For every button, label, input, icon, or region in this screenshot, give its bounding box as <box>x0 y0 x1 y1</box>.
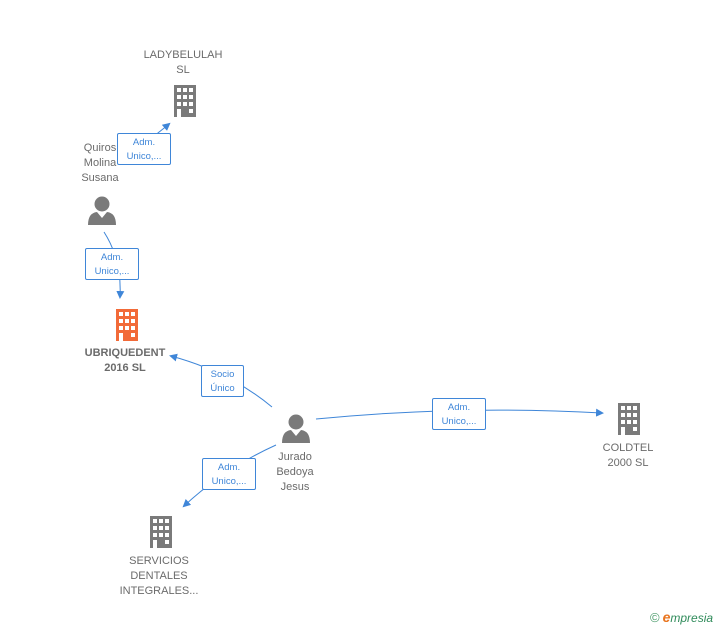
person-icon-quiros[interactable] <box>88 196 116 226</box>
node-label-line: SL <box>176 64 190 76</box>
node-label-line: SERVICIOS <box>129 555 189 567</box>
building-icon-ubriquedent[interactable] <box>116 309 138 341</box>
building-icon-servicios[interactable] <box>150 516 172 548</box>
node-label-line: Molina <box>83 157 117 169</box>
person-icon-jurado[interactable] <box>282 414 310 444</box>
edge-label-line: Unico,... <box>441 416 477 427</box>
node-label-line: UBRIQUEDENT <box>84 347 166 359</box>
edge-label-line: Adm. <box>100 252 124 263</box>
building-icon-coldtel[interactable] <box>618 403 640 435</box>
edge-label-jurado-servicios[interactable]: Adm. Unico,... <box>202 458 256 490</box>
edge-label-jurado-coldtel[interactable]: Adm. Unico,... <box>432 398 486 430</box>
edge-label-line: Adm. <box>447 402 471 413</box>
node-label-servicios[interactable]: SERVICIOS DENTALES INTEGRALES... <box>120 554 199 599</box>
node-label-jurado[interactable]: Jurado Bedoya Jesus <box>276 450 313 495</box>
brand-logo-text: mpresia <box>670 611 714 625</box>
brand-logo-initial: e <box>662 609 671 625</box>
brand-footer: ©empresia <box>650 609 713 625</box>
node-label-ubriquedent[interactable]: UBRIQUEDENT 2016 SL <box>85 346 166 376</box>
node-label-line: Susana <box>81 172 119 184</box>
edge-label-line: Único <box>210 383 235 394</box>
edge-label-line: Unico,... <box>211 476 247 487</box>
edge-label-jurado-ubriquedent[interactable]: Socio Único <box>201 365 244 397</box>
node-label-line: 2016 SL <box>104 362 146 374</box>
copyright-icon: © <box>650 610 660 625</box>
node-label-line: 2000 SL <box>607 457 649 469</box>
edge-label-quiros-ubriquedent[interactable]: Adm. Unico,... <box>85 248 139 280</box>
node-label-line: LADYBELULAH <box>143 49 223 61</box>
edge-label-quiros-ladybelulah[interactable]: Adm. Unico,... <box>117 133 171 165</box>
node-label-line: Quiros <box>83 142 117 154</box>
building-icon-ladybelulah[interactable] <box>174 85 196 117</box>
node-label-coldtel[interactable]: COLDTEL 2000 SL <box>603 441 654 471</box>
node-label-line: DENTALES <box>130 570 188 582</box>
node-label-line: COLDTEL <box>602 442 654 454</box>
edge-label-line: Adm. <box>132 137 156 148</box>
node-label-line: INTEGRALES... <box>119 585 199 597</box>
node-label-line: Bedoya <box>276 466 314 478</box>
edge-label-line: Adm. <box>217 462 241 473</box>
edge-label-line: Socio <box>210 369 235 380</box>
node-label-line: Jesus <box>280 481 310 493</box>
edge-label-line: Unico,... <box>126 151 162 162</box>
edge-label-line: Unico,... <box>94 266 130 277</box>
node-label-ladybelulah[interactable]: LADYBELULAH SL <box>144 48 223 78</box>
node-label-quiros[interactable]: Quiros Molina Susana <box>81 141 118 186</box>
node-label-line: Jurado <box>278 451 312 463</box>
